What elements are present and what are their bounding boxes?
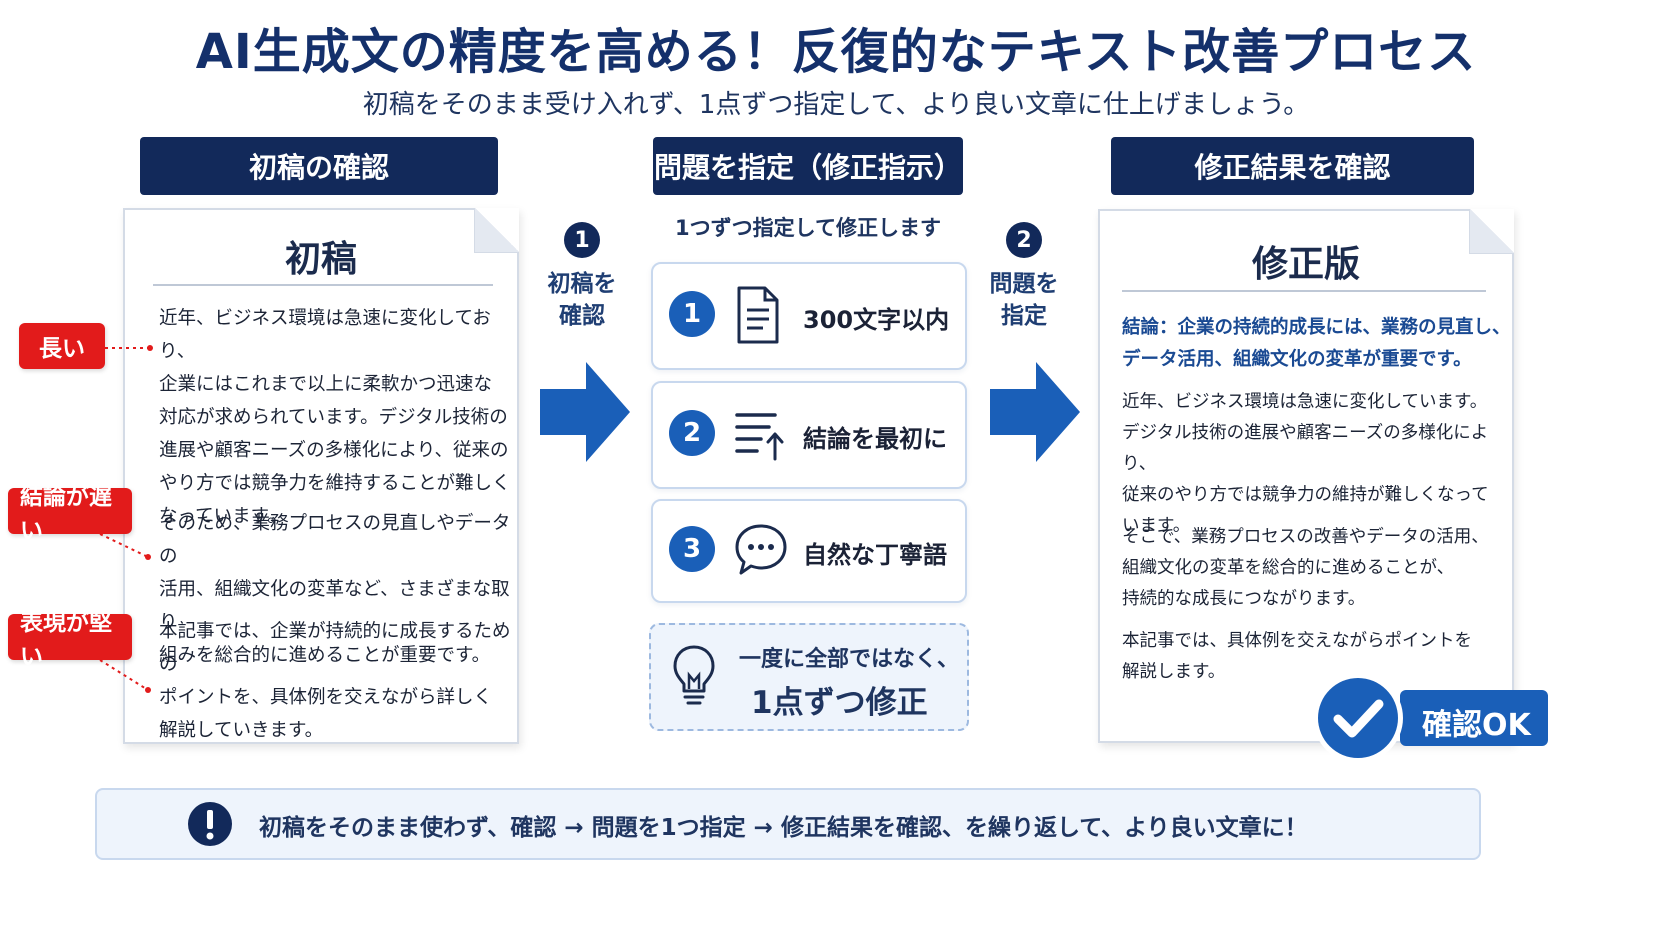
page-fold-icon	[1469, 209, 1514, 254]
sort-up-icon	[735, 413, 784, 461]
draft-title: 初稿	[284, 239, 357, 280]
summary-text: 初稿をそのまま使わず、確認 → 問題を1つ指定 → 修正結果を確認、を繰り返して…	[259, 815, 1308, 841]
connector-stiff-tone	[99, 659, 149, 691]
revised-divider	[1122, 290, 1486, 292]
instruction-card-3: 3 自然な丁寧語	[651, 499, 967, 603]
arrow-right-icon	[990, 362, 1080, 462]
revised-conclusion: 結論：企業の持続的成長には、業務の見直し、 データ活用、組織文化の変革が重要です…	[1122, 317, 1511, 370]
instruction-card-1: 1 300文字以内	[651, 262, 967, 370]
instruction-text: 結論を最初に	[803, 425, 947, 453]
connector-late-conclusion	[99, 533, 149, 558]
draft-paragraph-1: 近年、ビジネス環境は急速に変化しており、 企業にはこれまで以上に柔軟かつ迅速な …	[159, 308, 511, 527]
issue-tag-long: 長い	[19, 323, 105, 369]
ok-badge: 確認OK	[1400, 690, 1548, 746]
draft-document: 初稿 近年、ビジネス環境は急速に変化しており、 企業にはこれまで以上に柔軟かつ迅…	[123, 208, 519, 744]
arrow-right-icon	[540, 362, 630, 462]
draft-divider	[153, 284, 493, 286]
instructions-heading: 1つずつ指定して修正します	[675, 216, 941, 240]
instruction-number: 2	[669, 410, 715, 456]
tip-line-2: 1点ずつ修正	[751, 685, 928, 721]
step-2-badge: 2	[1006, 222, 1042, 258]
lightbulb-icon	[673, 645, 715, 705]
summary-banner: 初稿をそのまま使わず、確認 → 問題を1つ指定 → 修正結果を確認、を繰り返して…	[95, 788, 1481, 860]
revised-paragraph-2: そこで、業務プロセスの改善やデータの活用、 組織文化の変革を総合的に進めることが…	[1122, 527, 1489, 609]
tip-line-1: 一度に全部ではなく、	[739, 647, 960, 672]
page-subtitle: 初稿をそのまま受け入れず、1点ずつ指定して、より良い文章に仕上げましょう。	[362, 90, 1310, 120]
checkmark-circle-icon	[1313, 673, 1403, 763]
document-icon	[737, 286, 779, 344]
instruction-number: 1	[669, 291, 715, 337]
tip-box: 一度に全部ではなく、 1点ずつ修正	[649, 623, 969, 731]
instruction-text: 自然な丁寧語	[803, 541, 947, 569]
revised-title: 修正版	[1251, 244, 1360, 285]
ok-label: 確認OK	[1422, 708, 1531, 743]
instruction-text: 300文字以内	[803, 306, 950, 334]
chat-bubble-icon	[735, 524, 787, 575]
step-1-label: 初稿を 確認	[547, 271, 617, 329]
draft-paragraph-2: そのため、業務プロセスの見直しやデータの 活用、組織文化の変革など、さまざまな取…	[159, 513, 511, 666]
header-specify-issue: 問題を指定（修正指示）	[653, 137, 963, 195]
page-title: AI生成文の精度を高める！反復的なテキスト改善プロセス	[195, 24, 1477, 80]
step-1-badge: 1	[564, 222, 600, 258]
page-fold-icon	[474, 208, 519, 253]
header-check-result: 修正結果を確認	[1111, 137, 1474, 195]
issue-tag-stiff-tone: 表現が堅い	[8, 610, 132, 670]
revised-paragraph-3: 本記事では、具体例を交えながらポイントを 解説します。	[1122, 631, 1472, 682]
exclamation-icon	[188, 802, 232, 846]
revised-document: 修正版 結論：企業の持続的成長には、業務の見直し、 データ活用、組織文化の変革が…	[1098, 209, 1514, 743]
header-draft-review: 初稿の確認	[140, 137, 498, 195]
draft-paragraph-3: 本記事では、企業が持続的に成長するための ポイントを、具体例を交えながら詳しく …	[159, 621, 511, 741]
instruction-card-2: 2 結論を最初に	[651, 381, 967, 489]
step-2-label: 問題を 指定	[989, 271, 1059, 329]
instruction-number: 3	[669, 526, 715, 572]
revised-paragraph-1: 近年、ビジネス環境は急速に変化しています。 デジタル技術の進展や顧客ニーズの多様…	[1122, 392, 1489, 536]
issue-tag-late-conclusion: 結論が遅い	[8, 484, 132, 544]
